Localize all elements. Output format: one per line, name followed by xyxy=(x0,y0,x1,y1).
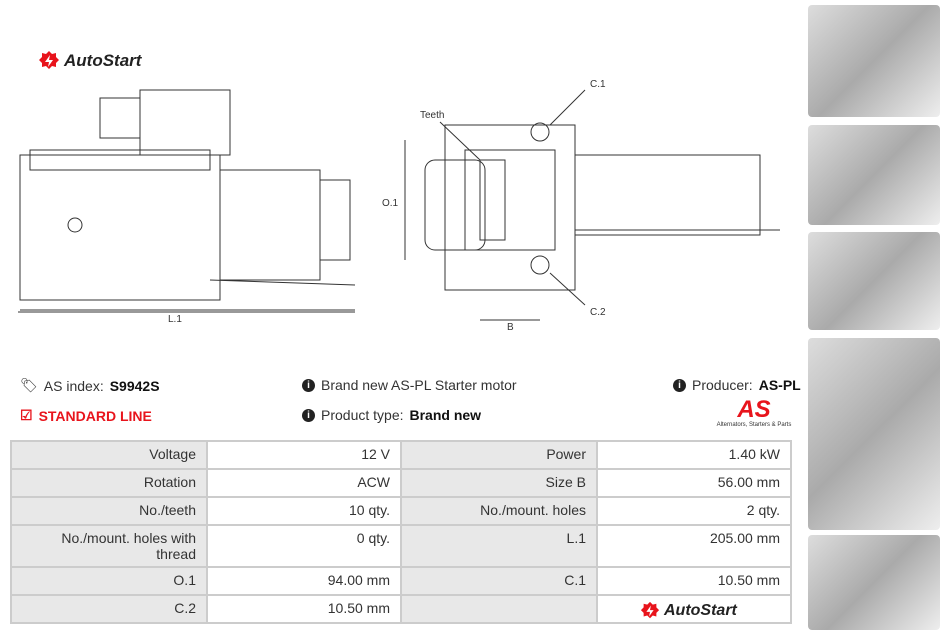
producer-value: AS-PL xyxy=(758,377,801,393)
producer: i Producer: AS-PL xyxy=(673,377,801,393)
spec-value: 205.00 mm xyxy=(596,524,792,568)
standard-line: ☑ STANDARD LINE xyxy=(20,407,152,424)
as-logo-text: AS xyxy=(737,396,771,423)
spec-label: L.1 xyxy=(400,524,598,568)
spec-label: Power xyxy=(400,440,598,470)
spec-value: 94.00 mm xyxy=(206,566,402,596)
description-text: Brand new AS-PL Starter motor xyxy=(321,377,517,393)
product-photo-3[interactable] xyxy=(808,232,940,330)
description: i Brand new AS-PL Starter motor xyxy=(302,377,517,393)
product-type-label: Product type: xyxy=(321,407,404,423)
spec-value: 0 qty. xyxy=(206,524,402,568)
as-logo: AS Alternators, Starters & Parts xyxy=(715,396,793,429)
autostart-logo: AutoStart xyxy=(38,50,141,72)
product-photo-2[interactable] xyxy=(808,125,940,225)
spec-value: 2 qty. xyxy=(596,496,792,526)
spec-label: Voltage xyxy=(10,440,208,470)
spec-value xyxy=(596,594,792,624)
logo-text: AutoStart xyxy=(64,51,142,70)
autostart-gear-icon xyxy=(640,601,660,619)
dim-l1: L.1 xyxy=(168,314,182,325)
product-type: i Product type: Brand new xyxy=(302,407,481,423)
spec-label: C.2 xyxy=(10,594,208,624)
spec-label: C.1 xyxy=(400,566,598,596)
info-icon: i xyxy=(302,408,315,422)
dim-b: B xyxy=(507,322,514,333)
autostart-gear-icon xyxy=(39,51,59,69)
as-index: 🏷 AS index: S9942S xyxy=(20,377,160,394)
checkbox-icon: ☑ xyxy=(20,407,33,423)
spec-value: 56.00 mm xyxy=(596,468,792,498)
info-icon: i xyxy=(673,378,686,392)
spec-value: 10 qty. xyxy=(206,496,402,526)
dim-c2: C.2 xyxy=(590,307,606,318)
spec-value: 10.50 mm xyxy=(206,594,402,624)
logo-text: AutoStart xyxy=(664,602,737,619)
standard-line-label: STANDARD LINE xyxy=(38,407,152,424)
product-photo-4[interactable] xyxy=(808,338,940,530)
product-photo-1[interactable] xyxy=(808,5,940,117)
spec-label: Rotation xyxy=(10,468,208,498)
as-logo-sub: Alternators, Starters & Parts xyxy=(716,422,792,428)
spec-label: No./mount. holes xyxy=(400,496,598,526)
spec-label: No./teeth xyxy=(10,496,208,526)
info-icon: i xyxy=(302,378,315,392)
dim-o1: O.1 xyxy=(382,198,399,209)
as-index-label: AS index: xyxy=(43,377,104,394)
spec-label: No./mount. holes with thread xyxy=(10,524,208,568)
spec-value: ACW xyxy=(206,468,402,498)
watermark-logo: AutoStart xyxy=(640,601,737,621)
spec-label: Size B xyxy=(400,468,598,498)
technical-drawing xyxy=(18,89,780,321)
spec-label: O.1 xyxy=(10,566,208,596)
product-photo-5[interactable] xyxy=(808,535,940,630)
dim-c1: C.1 xyxy=(590,79,606,90)
producer-label: Producer: xyxy=(692,377,753,393)
tag-icon: 🏷 xyxy=(20,377,38,393)
product-type-value: Brand new xyxy=(409,407,482,423)
spec-label xyxy=(400,594,598,624)
spec-value: 10.50 mm xyxy=(596,566,792,596)
spec-value: 1.40 kW xyxy=(596,440,792,470)
as-index-value: S9942S xyxy=(109,377,160,394)
dim-teeth: Teeth xyxy=(420,110,445,121)
spec-value: 12 V xyxy=(206,440,402,470)
